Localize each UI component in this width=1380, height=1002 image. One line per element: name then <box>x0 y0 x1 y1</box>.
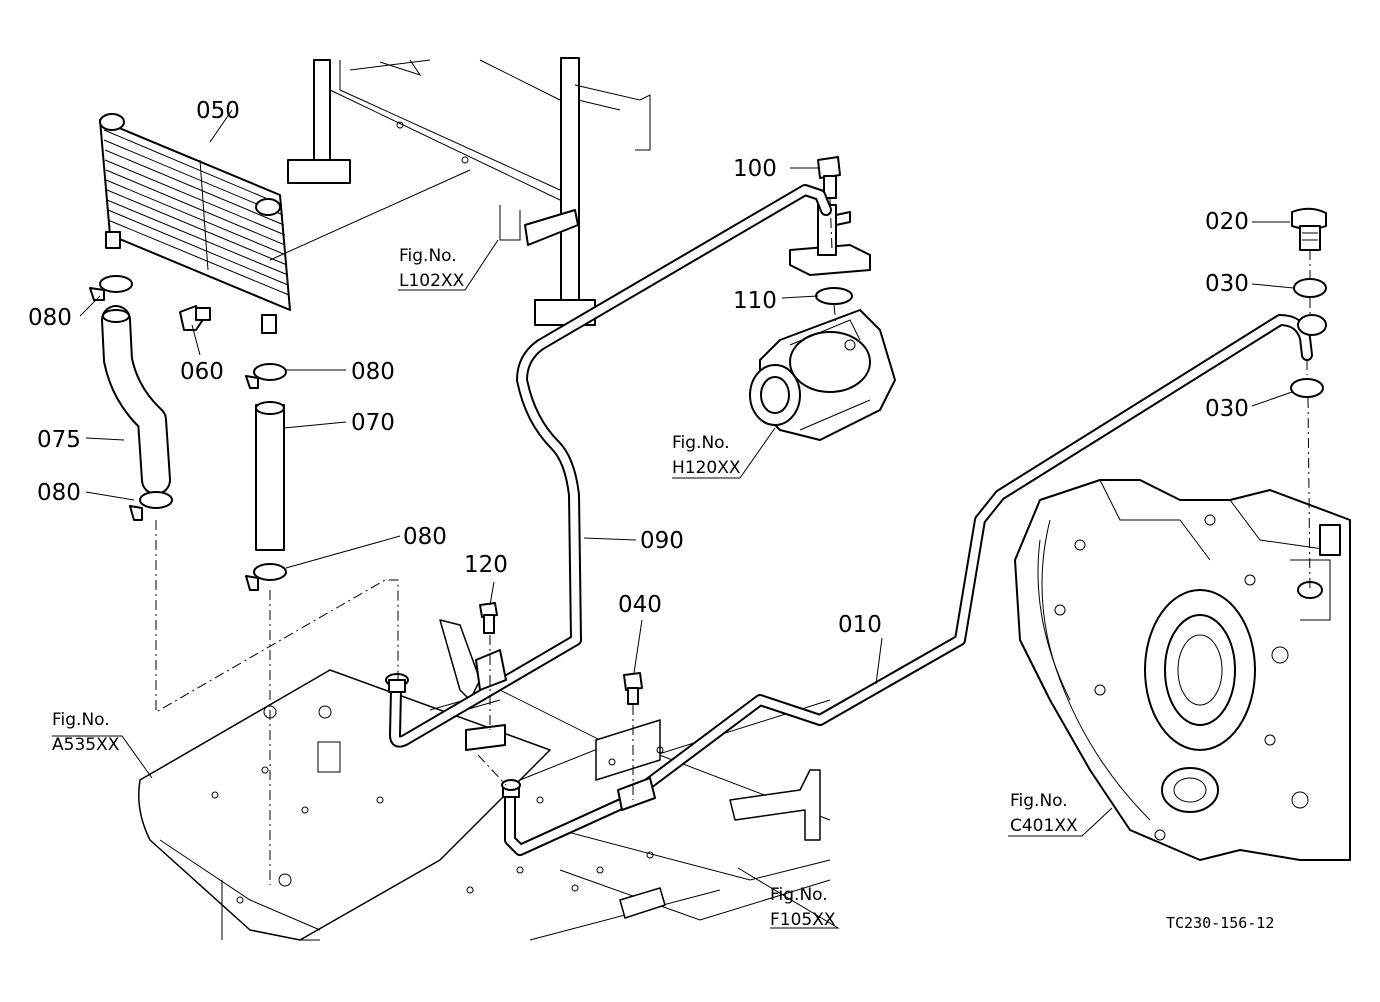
oil-cooler <box>99 113 291 334</box>
washer-030-a <box>1293 278 1327 298</box>
label-030-a: 030 <box>1205 271 1249 297</box>
fig-ref-h120-code: H120XX <box>672 458 741 478</box>
fig-ref-c401-label: Fig.No. <box>1010 791 1068 811</box>
fig-ref-l102-label: Fig.No. <box>399 246 457 266</box>
drain-plug-060 <box>179 305 211 331</box>
clamp-080-c <box>129 491 173 521</box>
hydraulic-pump <box>749 204 896 441</box>
bracket-120 <box>465 602 507 751</box>
drawing-code: TC230-156-12 <box>1166 914 1274 932</box>
fig-ref-f105-code: F105XX <box>770 910 836 930</box>
fig-ref-a535-label: Fig.No. <box>52 710 110 730</box>
washer-030-b <box>1290 378 1324 398</box>
clamp-080-b <box>245 363 287 389</box>
label-060: 060 <box>180 359 224 385</box>
label-090: 090 <box>640 528 684 554</box>
hose-070 <box>255 401 285 551</box>
leader-lines <box>52 109 1295 929</box>
fig-ref-c401-code: C401XX <box>1010 816 1078 836</box>
label-050: 050 <box>196 98 240 124</box>
label-080-d: 080 <box>403 524 447 550</box>
pipe-090 <box>385 184 832 748</box>
label-080-b: 080 <box>351 359 395 385</box>
fig-ref-f105-label: Fig.No. <box>770 885 828 905</box>
label-070: 070 <box>351 410 395 436</box>
clamp-080-a <box>89 275 133 301</box>
fig-ref-h120-label: Fig.No. <box>672 433 730 453</box>
label-110: 110 <box>733 288 777 314</box>
label-080-a: 080 <box>28 305 72 331</box>
part-labels: 050 100 110 020 030 030 080 060 080 070 … <box>28 98 1249 638</box>
banjo-bolt-020 <box>1291 207 1327 251</box>
label-120: 120 <box>464 552 508 578</box>
lower-frame <box>429 619 831 941</box>
bracket-040 <box>617 672 656 811</box>
fig-ref-l102-code: L102XX <box>399 271 465 291</box>
clamp-080-d <box>245 563 287 591</box>
figure-references: Fig.No. L102XX Fig.No. H120XX Fig.No. A5… <box>52 246 1078 930</box>
assembly-lines <box>155 197 1311 885</box>
o-ring-110 <box>815 287 853 305</box>
label-075: 075 <box>37 427 81 453</box>
label-100: 100 <box>733 156 777 182</box>
label-010: 010 <box>838 612 882 638</box>
label-080-c: 080 <box>37 480 81 506</box>
hose-clamps <box>89 275 287 591</box>
label-020: 020 <box>1205 209 1249 235</box>
transmission-housing <box>1014 479 1351 861</box>
frame-plate <box>138 669 551 941</box>
bolt-100 <box>817 156 841 199</box>
hose-075 <box>101 305 171 495</box>
frame-structure <box>287 57 651 326</box>
label-030-b: 030 <box>1205 396 1249 422</box>
fig-ref-a535-code: A535XX <box>52 735 120 755</box>
label-040: 040 <box>618 592 662 618</box>
